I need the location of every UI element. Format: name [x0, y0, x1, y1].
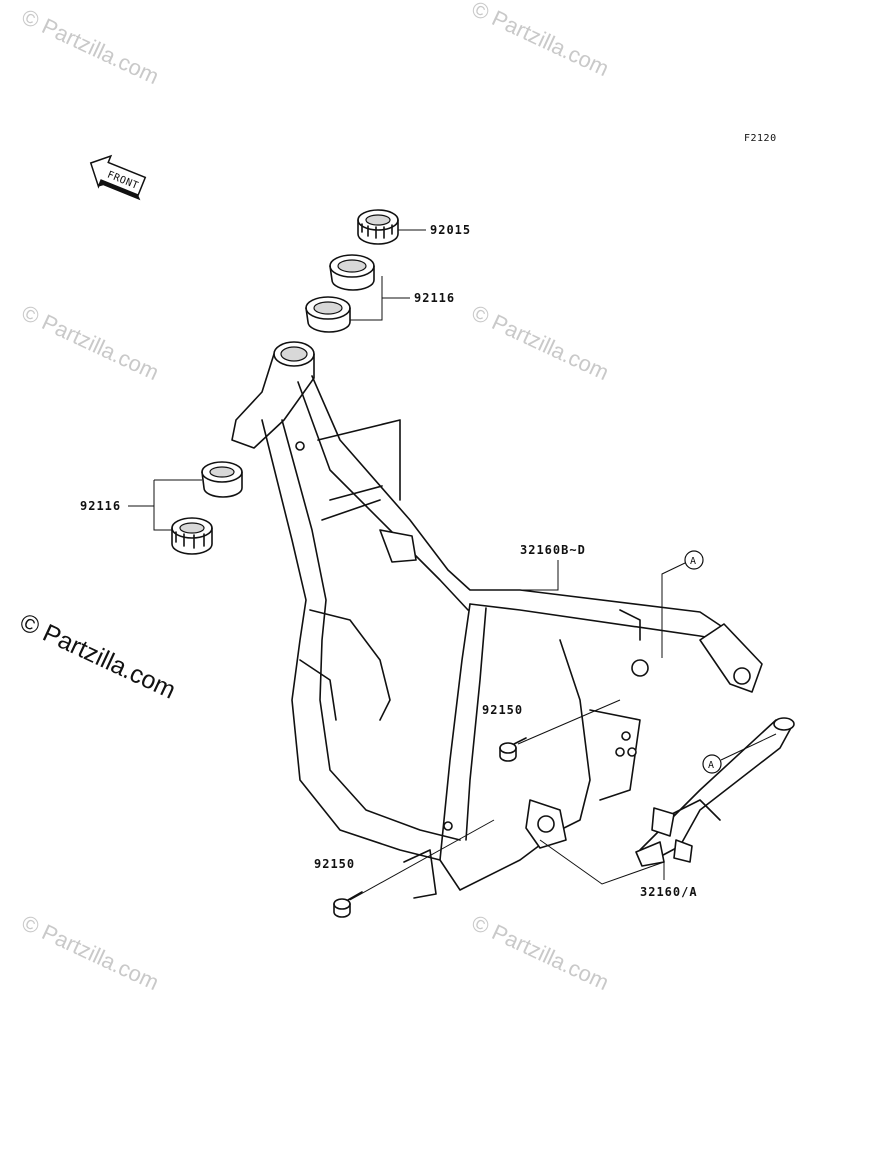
figure-code: F2120	[744, 133, 777, 144]
bolt-lower	[333, 891, 363, 918]
leader-line	[720, 733, 777, 761]
watermark: © Partzilla.com	[18, 910, 163, 995]
leader-line	[517, 699, 621, 745]
leader-line	[661, 562, 686, 658]
callout-92116-lower: 92116	[80, 499, 121, 513]
leader-line	[349, 819, 495, 901]
callout-92150-upper: 92150	[482, 703, 523, 717]
main-frame	[231, 341, 763, 899]
watermark-layer: © Partzilla.com © Partzilla.com © Partzi…	[18, 0, 613, 995]
watermark: © Partzilla.com	[468, 910, 613, 995]
reference-a-bottom: A	[702, 754, 722, 774]
callout-32160-A: 32160/A	[640, 885, 698, 899]
callout-32160B-D: 32160B~D	[520, 543, 586, 557]
watermark: © Partzilla.com	[18, 4, 163, 89]
leader-line	[350, 276, 410, 321]
watermark: © Partzilla.com	[468, 0, 613, 81]
front-arrow-icon: FRONT	[89, 154, 147, 201]
reference-a-top: A	[684, 550, 704, 570]
ref-a-label: A	[690, 556, 697, 567]
leader-line	[539, 839, 665, 885]
steering-stem-nut	[357, 209, 399, 245]
bolt-upper	[499, 737, 527, 762]
leader-line	[128, 479, 202, 531]
watermark: © Partzilla.com	[18, 300, 163, 385]
watermark: © Partzilla.com	[468, 300, 613, 385]
callout-92150-lower: 92150	[314, 857, 355, 871]
ref-a-label: A	[708, 760, 715, 771]
callout-92116-upper: 92116	[414, 291, 455, 305]
upper-bearing-races	[305, 254, 375, 333]
callout-92015: 92015	[430, 223, 471, 237]
brand-logo-text: © Partzilla.com	[15, 608, 180, 705]
lower-subframe	[635, 717, 795, 867]
leader-line	[520, 560, 559, 591]
lower-bearing-races	[171, 461, 243, 555]
